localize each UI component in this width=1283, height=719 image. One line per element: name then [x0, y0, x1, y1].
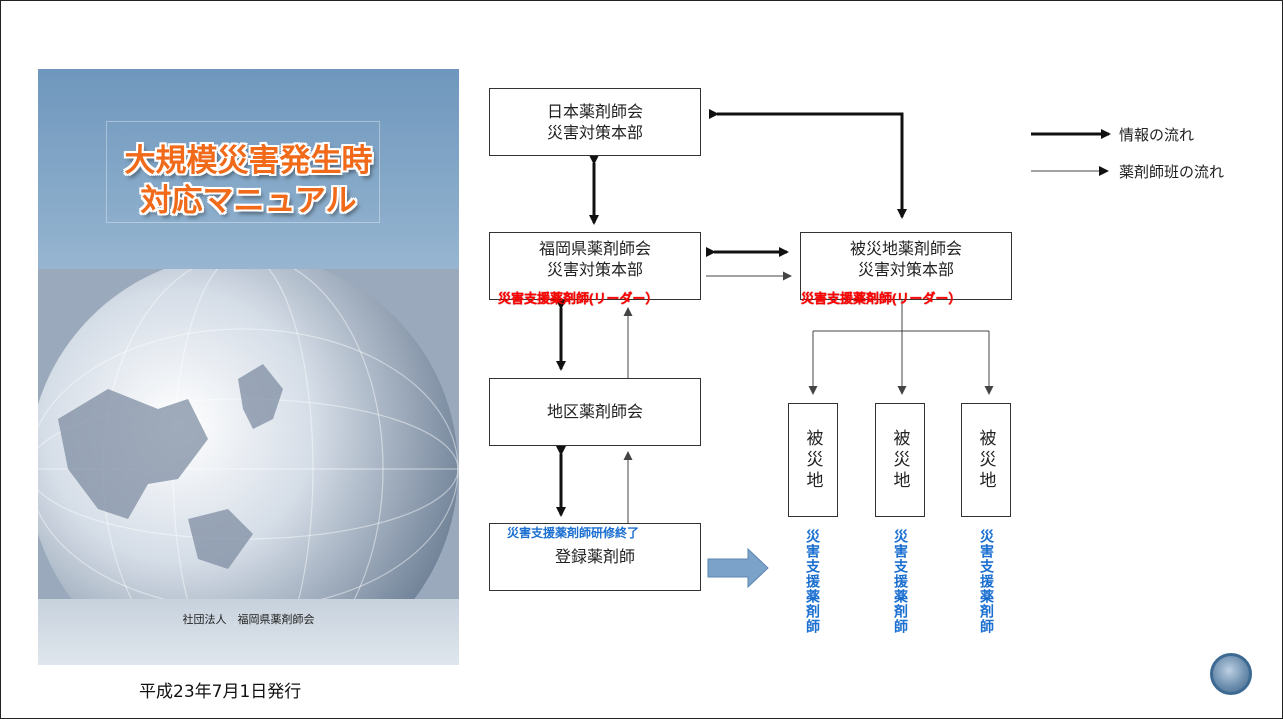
disaster-site-box-2: 被災地: [875, 403, 925, 517]
leader-label-right: 災害支援薬剤師(リーダー）: [801, 291, 962, 306]
legend-info-flow: 情報の流れ: [1119, 126, 1195, 144]
district-label: 地区薬剤師会: [546, 403, 643, 421]
disaster-area-line2: 災害対策本部: [857, 262, 954, 279]
disaster-site-box-3: 被災地: [961, 403, 1011, 517]
support-pharmacist-label-3: 災害支援薬剤師: [979, 529, 995, 634]
legend-team-flow: 薬剤師班の流れ: [1119, 163, 1225, 181]
cover-title-line2: 対応マニュアル: [140, 183, 357, 219]
district-pharmacist-assoc-box: 地区薬剤師会: [489, 378, 701, 446]
transfer-block-arrow: [707, 547, 769, 589]
slide-badge-icon: [1210, 653, 1252, 695]
disaster-area-line1: 被災地薬剤師会: [849, 241, 962, 258]
support-pharmacist-label-2: 災害支援薬剤師: [893, 529, 909, 634]
fukuoka-disaster-hq-box: 福岡県薬剤師会 災害対策本部: [489, 232, 701, 300]
registered-label: 登録薬剤師: [554, 548, 635, 566]
registered-pharmacist-box: 登録薬剤師: [489, 523, 701, 591]
jpa-line1: 日本薬剤師会: [546, 104, 643, 121]
jpa-line2: 災害対策本部: [546, 125, 643, 142]
disaster-area-assoc-box: 被災地薬剤師会 災害対策本部: [800, 232, 1012, 300]
manual-cover-image: 大規模災害発生時 対応マニュアル: [38, 69, 459, 665]
fukuoka-line2: 災害対策本部: [546, 262, 643, 279]
support-pharmacist-label-1: 災害支援薬剤師: [805, 529, 821, 634]
leader-label-left: 災害支援薬剤師(リーダー）: [498, 291, 659, 306]
fukuoka-line1: 福岡県薬剤師会: [538, 241, 651, 258]
cover-title-line1: 大規模災害発生時: [124, 143, 373, 179]
disaster-site-box-1: 被災地: [788, 403, 838, 517]
training-completed-label: 災害支援薬剤師研修終了: [507, 526, 640, 540]
cover-organization: 社団法人 福岡県薬剤師会: [182, 613, 315, 626]
cover-title-frame: [106, 121, 380, 223]
info-arrow-jpa-disaster: [709, 109, 907, 219]
publication-date: 平成23年7月1日発行: [139, 682, 302, 702]
globe-icon: [38, 269, 459, 599]
jpa-disaster-hq-box: 日本薬剤師会 災害対策本部: [489, 88, 701, 156]
